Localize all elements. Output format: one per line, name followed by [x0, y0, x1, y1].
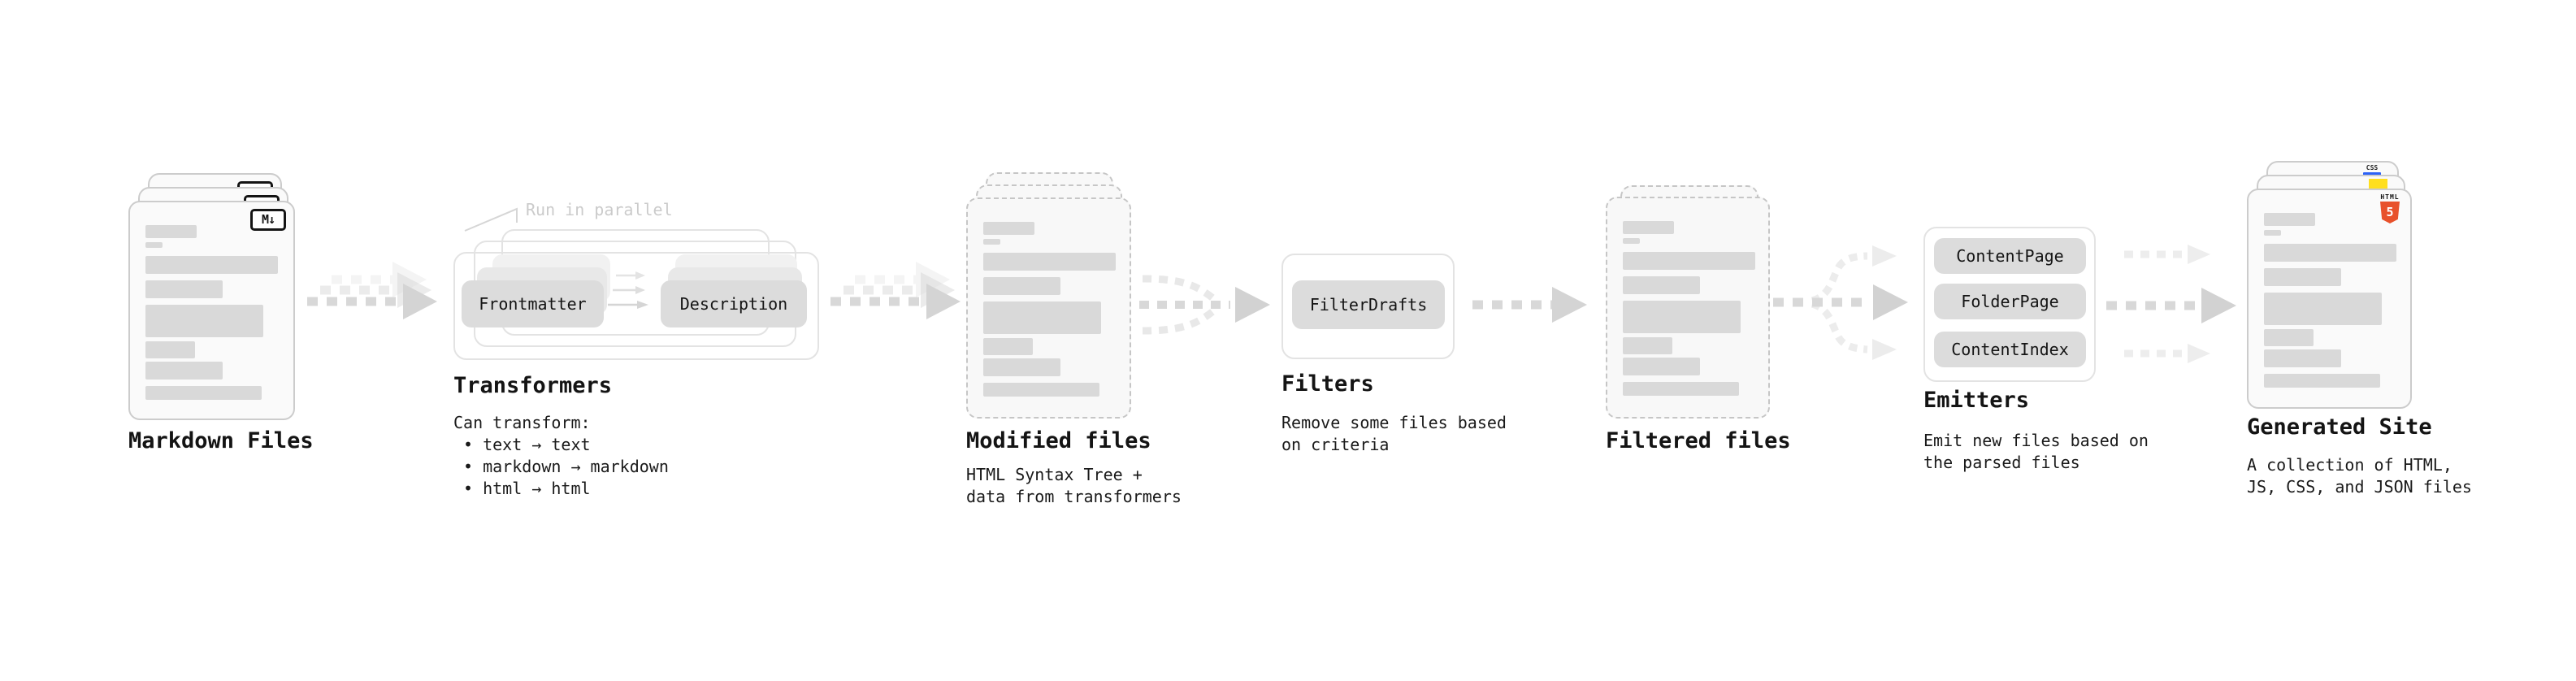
html5-word: HTML — [2380, 193, 2400, 201]
doc-text-bar — [2264, 244, 2396, 262]
doc-text-bar — [983, 301, 1101, 334]
transformers-bullet: • html → html — [463, 479, 591, 498]
doc-text-bar — [2264, 230, 2281, 236]
flow-arrow-stacked-icon — [830, 262, 961, 319]
doc-text-bar — [1623, 221, 1674, 234]
doc-text-bar — [983, 338, 1033, 355]
doc-text-bar — [2264, 374, 2380, 388]
transformers-desc-title: Can transform: — [453, 413, 591, 432]
doc-text-bar — [1623, 252, 1755, 270]
html5-icon: HTML 5 — [2379, 193, 2400, 223]
transformers-bullet: • text → text — [463, 435, 591, 454]
doc-text-bar — [1623, 337, 1672, 354]
callout-leader-line — [464, 207, 518, 232]
filterdrafts-chip: FilterDrafts — [1292, 280, 1445, 329]
doc-text-bar — [145, 305, 263, 337]
generated-desc-line: JS, CSS, and JSON files — [2247, 477, 2472, 497]
transformer-box-front — [453, 252, 819, 360]
doc-text-bar — [983, 383, 1099, 397]
emitters-box — [1923, 227, 2096, 382]
doc-text-bar — [1623, 276, 1700, 294]
flow-arrows-parallel-icon — [2106, 245, 2236, 363]
doc-text-bar — [1623, 382, 1739, 396]
frontmatter-chip: Frontmatter — [462, 280, 604, 327]
js-file-icon — [2369, 179, 2387, 189]
doc-text-bar — [145, 280, 223, 298]
emitters-desc-line: the parsed files — [1923, 453, 2080, 472]
modified-desc-line: data from transformers — [966, 487, 1182, 506]
stage-label-modified-files: Modified files — [966, 428, 1151, 453]
doc-text-bar — [1623, 238, 1640, 244]
doc-text-bar — [2264, 293, 2382, 325]
parallel-arrows-icon — [608, 271, 648, 309]
doc-text-bar — [145, 362, 223, 380]
generated-document-card-front: HTML 5 — [2247, 189, 2412, 409]
html5-shield: 5 — [2380, 202, 2400, 223]
doc-text-bar — [145, 386, 262, 400]
generated-desc-line: A collection of HTML, — [2247, 455, 2452, 475]
filtered-document-card-front — [1606, 197, 1770, 419]
doc-text-bar — [2264, 349, 2341, 367]
doc-text-bar — [2264, 329, 2314, 346]
markdown-icon: M↓ — [250, 209, 286, 231]
contentpage-chip: ContentPage — [1934, 238, 2086, 274]
doc-text-bar — [983, 358, 1060, 376]
emitters-desc-line: Emit new files based on — [1923, 431, 2149, 450]
flow-arrow-converge-icon — [1139, 275, 1270, 335]
transformers-bullet: • markdown → markdown — [463, 457, 669, 476]
stage-label-markdown-files: Markdown Files — [128, 428, 314, 453]
filters-desc-line: Remove some files based — [1281, 413, 1507, 432]
doc-text-bar — [145, 341, 195, 358]
css-file-icon: CSS — [2363, 165, 2381, 176]
description-chip: Description — [661, 280, 807, 327]
doc-text-bar — [145, 225, 197, 238]
stage-label-filtered-files: Filtered files — [1606, 428, 1791, 453]
markdown-document-card-front: M↓ — [128, 201, 295, 420]
flow-arrow-icon — [1472, 287, 1587, 323]
doc-text-bar — [983, 222, 1034, 235]
doc-text-bar — [2264, 213, 2315, 226]
doc-text-bar — [1623, 358, 1700, 375]
doc-text-bar — [983, 253, 1116, 271]
modified-document-card-front — [966, 197, 1131, 419]
contentindex-chip: ContentIndex — [1934, 332, 2086, 367]
doc-text-bar — [145, 242, 163, 248]
stage-label-filters: Filters — [1281, 371, 1374, 397]
doc-text-bar — [145, 256, 278, 274]
flow-arrow-diverge-icon — [1773, 245, 1908, 360]
css-label: CSS — [2366, 164, 2379, 171]
run-in-parallel-note: Run in parallel — [526, 200, 673, 219]
css-underline — [2363, 172, 2381, 176]
doc-text-bar — [983, 277, 1060, 295]
filters-desc-line: on criteria — [1281, 435, 1390, 454]
stage-label-transformers: Transformers — [453, 373, 613, 398]
modified-desc-line: HTML Syntax Tree + — [966, 465, 1143, 484]
filters-box — [1281, 254, 1455, 359]
doc-text-bar — [983, 239, 1000, 245]
doc-text-bar — [1623, 301, 1741, 333]
stage-label-generated-site: Generated Site — [2247, 414, 2432, 440]
doc-text-bar — [2264, 268, 2341, 286]
stage-label-emitters: Emitters — [1923, 388, 2030, 413]
folderpage-chip: FolderPage — [1934, 284, 2086, 319]
flow-arrow-stacked-icon — [307, 262, 437, 319]
